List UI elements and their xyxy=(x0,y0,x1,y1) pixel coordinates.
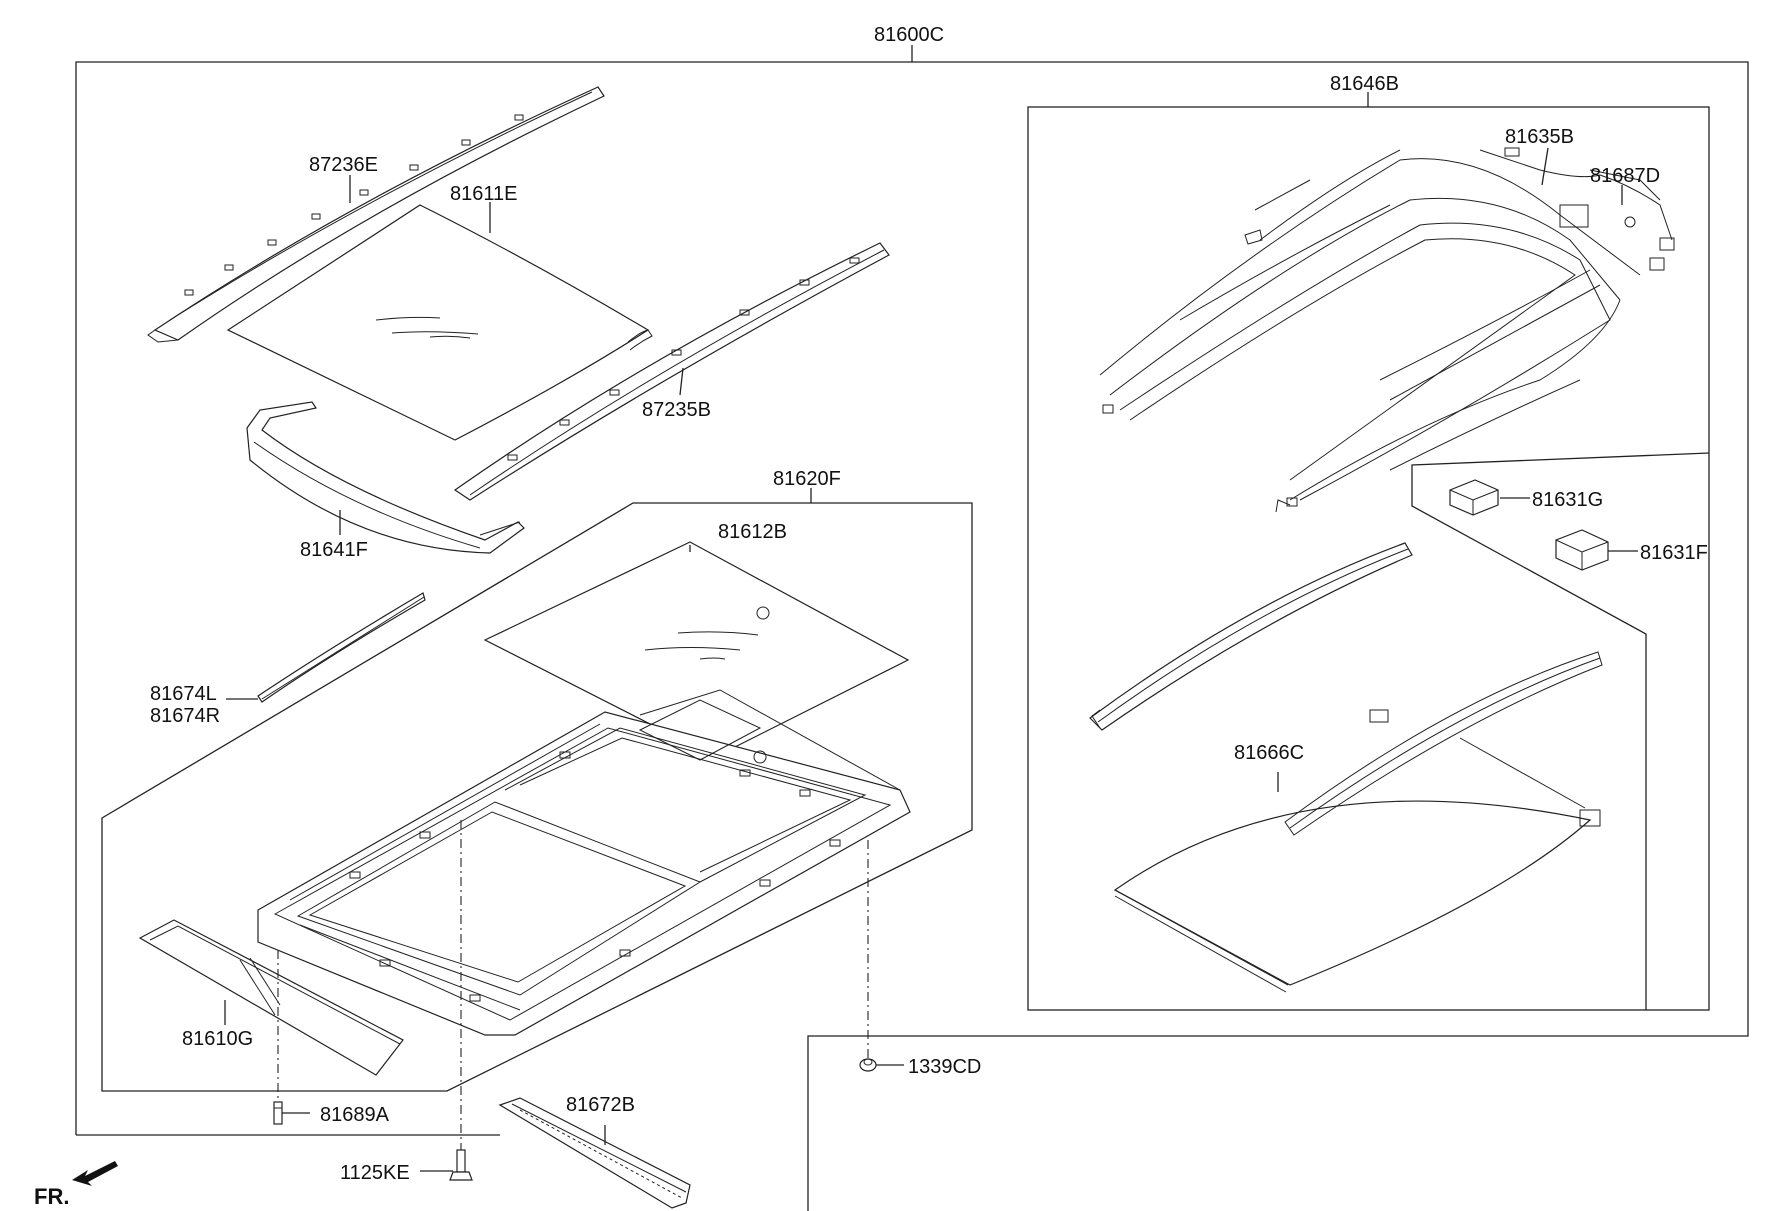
part-1125KE xyxy=(449,1149,473,1181)
part-81635B-81687D xyxy=(1479,147,1675,271)
label-81674R: 81674R xyxy=(150,705,220,727)
part-81620F-frame xyxy=(257,689,911,1036)
frame-81646B xyxy=(1027,92,1710,1011)
part-81610G xyxy=(138,919,404,1076)
front-marker-label: FR. xyxy=(34,1184,69,1209)
part-87235B xyxy=(453,242,890,501)
label-81611E: 81611E xyxy=(450,183,517,205)
part-87236E xyxy=(147,86,605,343)
label-81646B: 81646B xyxy=(1330,73,1399,95)
label-81674L: 81674L xyxy=(150,683,217,705)
part-1339CD xyxy=(859,1058,877,1072)
leader-lines xyxy=(224,147,1638,1172)
frame-outer xyxy=(75,45,1749,1211)
label-81600C: 81600C xyxy=(874,24,944,46)
part-81672B xyxy=(498,1097,691,1209)
label-81612B: 81612B xyxy=(718,521,787,543)
label-81641F: 81641F xyxy=(300,539,368,561)
part-guide-rail-upper xyxy=(1089,542,1413,731)
mount-lines xyxy=(277,820,869,1150)
part-81611E xyxy=(226,204,653,441)
label-87235B: 87235B xyxy=(642,399,711,421)
frame-81666C xyxy=(1411,452,1710,1010)
label-81631G: 81631G xyxy=(1532,489,1603,511)
label-81689A: 81689A xyxy=(320,1104,390,1126)
label-81631F: 81631F xyxy=(1640,542,1708,564)
label-81672B: 81672B xyxy=(566,1094,635,1116)
frame-81620F xyxy=(101,488,973,1092)
part-81674 xyxy=(257,592,426,703)
part-81641F xyxy=(246,401,525,554)
part-81666C xyxy=(1113,651,1603,993)
part-81646B xyxy=(1099,149,1641,513)
label-81620F: 81620F xyxy=(773,468,841,490)
label-81635B: 81635B xyxy=(1505,126,1574,148)
part-81612B xyxy=(483,541,910,758)
label-87236E: 87236E xyxy=(309,154,378,176)
part-81631F xyxy=(1555,529,1609,571)
label-81610G: 81610G xyxy=(182,1028,253,1050)
label-1125KE: 1125KE xyxy=(340,1162,410,1184)
part-81689A xyxy=(273,1101,283,1125)
part-81631G xyxy=(1449,479,1499,516)
label-81687D: 81687D xyxy=(1590,165,1660,187)
label-1339CD: 1339CD xyxy=(908,1056,981,1078)
front-arrow-icon xyxy=(72,1161,118,1186)
label-81666C: 81666C xyxy=(1234,742,1304,764)
